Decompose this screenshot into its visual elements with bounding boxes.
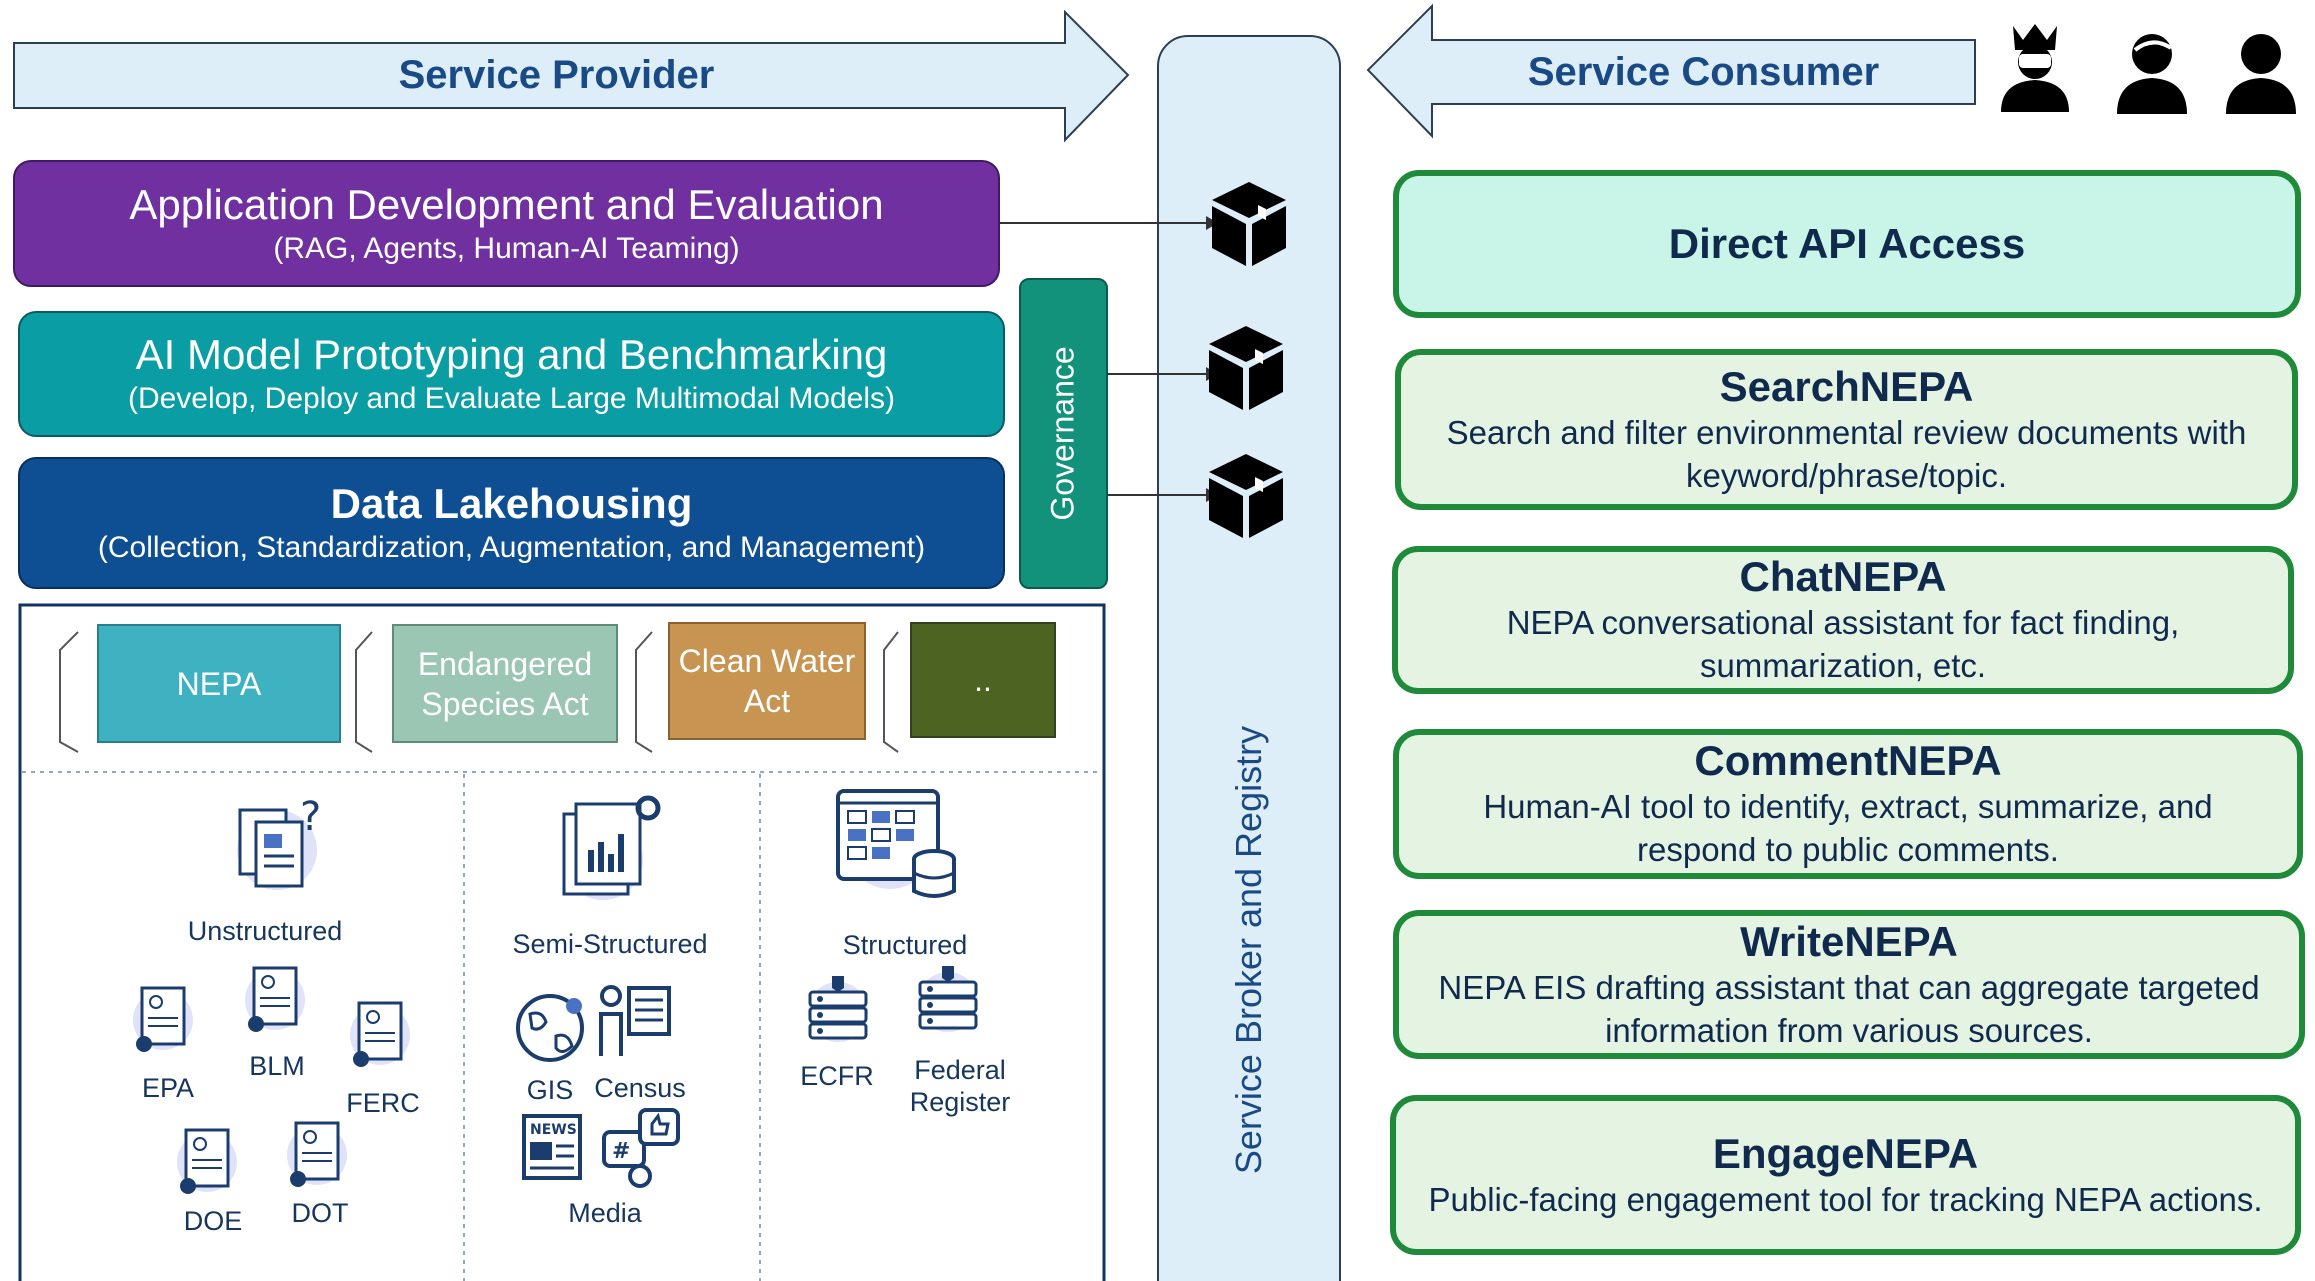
document-icon — [133, 986, 193, 1052]
source-blm-label: BLM — [249, 1051, 305, 1081]
package-icon — [1209, 326, 1283, 410]
data-tab-clean-water-act: Clean Water Act — [668, 622, 866, 740]
source-federal-register-label: Federal Register — [909, 1055, 1011, 1117]
source-census-label: Census — [594, 1073, 686, 1103]
service-card-engagenepa[interactable]: EngageNEPA Public-facing engagement tool… — [1390, 1095, 2301, 1255]
source-ferc-label: FERC — [346, 1088, 420, 1118]
layer-subtitle: (Develop, Deploy and Evaluate Large Mult… — [127, 382, 896, 415]
source-doe-label: DOE — [183, 1206, 243, 1236]
service-title: ChatNEPA — [1739, 553, 1947, 600]
service-description: Human-AI tool to identify, extract, summ… — [1483, 788, 2213, 868]
service-consumer-arrow — [1366, 3, 1976, 139]
service-description: Public-facing engagement tool for tracki… — [1428, 1180, 2263, 1218]
layer-application-development: Application Development and Evaluation (… — [13, 160, 1000, 287]
document-icon — [287, 1121, 347, 1187]
package-icon — [1212, 182, 1286, 266]
service-card-writenepa[interactable]: WriteNEPA NEPA EIS drafting assistant th… — [1393, 910, 2305, 1059]
document-icon — [350, 1001, 410, 1067]
queen-user-icon — [2001, 24, 2069, 112]
svg-text:NEWS: NEWS — [530, 1122, 577, 1138]
source-epa-label: EPA — [141, 1073, 195, 1103]
data-tab-label: NEPA — [176, 665, 262, 702]
layer-ai-model-prototyping: AI Model Prototyping and Benchmarking (D… — [18, 311, 1005, 437]
service-broker-label: Service Broker and Registry — [1228, 725, 1270, 1175]
layer-title: Application Development and Evaluation — [129, 180, 884, 228]
service-description: Search and filter environmental review d… — [1446, 413, 2247, 494]
service-card-direct-api-access[interactable]: Direct API Access — [1393, 170, 2301, 318]
news-icon: NEWS — [522, 1114, 582, 1180]
data-tab-label: Clean Water Act — [678, 643, 856, 719]
semi-structured-report-icon — [562, 795, 661, 900]
data-tab-nepa: NEPA — [97, 624, 341, 743]
svg-text:?: ? — [300, 794, 321, 840]
service-title: CommentNEPA — [1694, 737, 2002, 784]
globe-icon — [516, 994, 584, 1062]
service-title: Direct API Access — [1668, 220, 2026, 267]
user-icon — [2226, 34, 2296, 114]
layer-title: Data Lakehousing — [330, 480, 693, 527]
layer-title: AI Model Prototyping and Benchmarking — [135, 331, 888, 378]
service-description: NEPA conversational assistant for fact f… — [1506, 604, 2180, 684]
broker-label-wrap: Service Broker and Registry — [1158, 640, 1340, 1260]
service-description: NEPA EIS drafting assistant that can agg… — [1438, 968, 2260, 1049]
service-provider-arrow — [13, 9, 1130, 143]
unstructured-label: Unstructured — [187, 916, 343, 946]
unstructured-docs-icon: ? — [237, 794, 321, 890]
structured-label: Structured — [842, 930, 968, 960]
source-ecfr-label: ECFR — [800, 1061, 874, 1091]
service-provider-label: Service Provider — [398, 53, 715, 97]
service-broker-column — [1157, 35, 1341, 1281]
structured-database-icon — [836, 789, 956, 898]
governance-bar: Governance — [1019, 278, 1108, 589]
service-consumer-label: Service Consumer — [1527, 49, 1880, 94]
service-title: EngageNEPA — [1712, 1129, 1979, 1177]
server-icon — [918, 966, 978, 1032]
social-media-icon: # — [602, 1108, 680, 1188]
service-card-searchnepa[interactable]: SearchNEPA Search and filter environment… — [1395, 349, 2298, 510]
layer-data-lakehousing: Data Lakehousing (Collection, Standardiz… — [18, 457, 1005, 589]
data-tab-more: .. — [910, 622, 1056, 738]
document-icon — [177, 1128, 237, 1194]
user-icon — [2117, 34, 2187, 114]
service-card-commentnepa[interactable]: CommentNEPA Human-AI tool to identify, e… — [1393, 729, 2303, 879]
layer-subtitle: (RAG, Agents, Human-AI Teaming) — [273, 231, 740, 265]
governance-label: Governance — [1045, 346, 1082, 521]
source-dot-label: DOT — [291, 1198, 349, 1228]
census-icon — [599, 985, 671, 1056]
server-icon — [808, 976, 868, 1042]
service-title: WriteNEPA — [1740, 917, 1958, 965]
semi-structured-label: Semi-Structured — [512, 929, 708, 959]
package-icon — [1209, 454, 1283, 538]
source-media-label: Media — [568, 1198, 642, 1228]
data-tab-endangered-species-act: Endangered Species Act — [392, 624, 618, 743]
service-card-chatnepa[interactable]: ChatNEPA NEPA conversational assistant f… — [1392, 546, 2294, 694]
service-title: SearchNEPA — [1719, 362, 1974, 410]
data-tab-label: .. — [974, 662, 992, 698]
svg-text:#: # — [612, 1139, 630, 1164]
layer-subtitle: (Collection, Standardization, Augmentati… — [97, 531, 926, 564]
data-tab-label: Endangered Species Act — [417, 645, 593, 722]
source-gis-label: GIS — [526, 1075, 574, 1105]
document-icon — [245, 966, 305, 1032]
